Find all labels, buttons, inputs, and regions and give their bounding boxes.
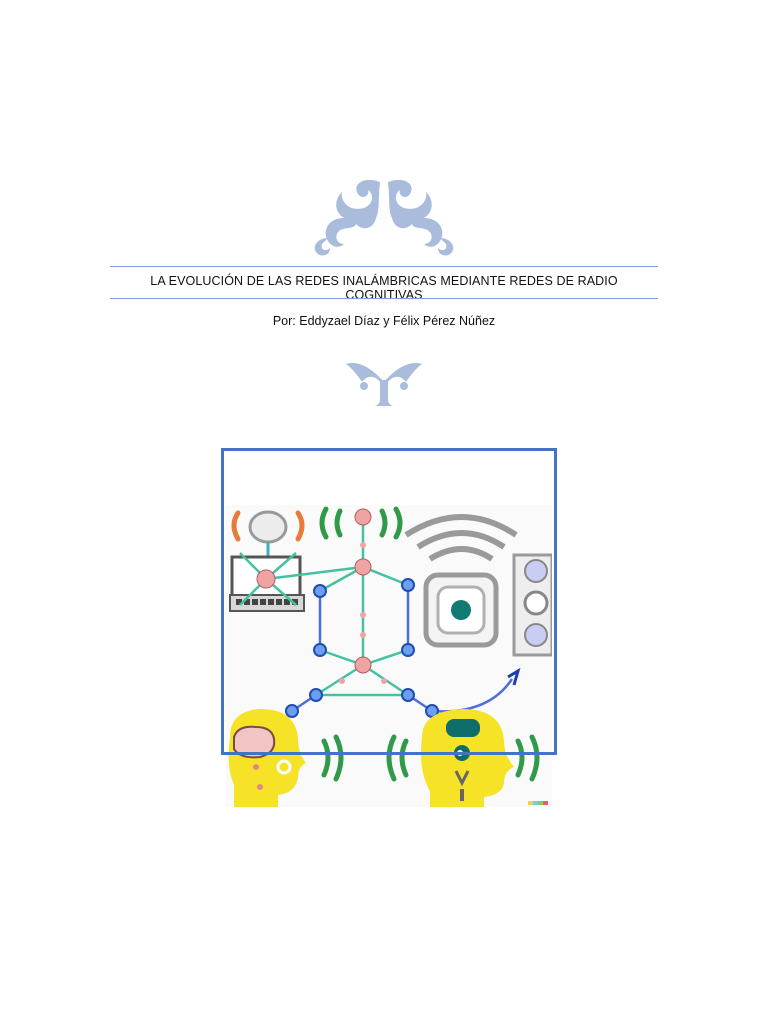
floral-ornament-top	[314, 179, 454, 256]
authors-line: Por: Eddyzael Díaz y Félix Pérez Núñez	[272, 314, 496, 328]
traffic-light-icon	[512, 553, 552, 657]
title-rule-bottom	[110, 298, 658, 299]
brain-head-icon	[228, 709, 306, 807]
title-rule-top	[110, 266, 658, 267]
fleuron-ornament	[346, 362, 422, 406]
wifi-router-icon	[404, 514, 518, 648]
cognitive-radio-network-illustration	[226, 505, 552, 807]
signal-waves-icon	[231, 506, 403, 542]
